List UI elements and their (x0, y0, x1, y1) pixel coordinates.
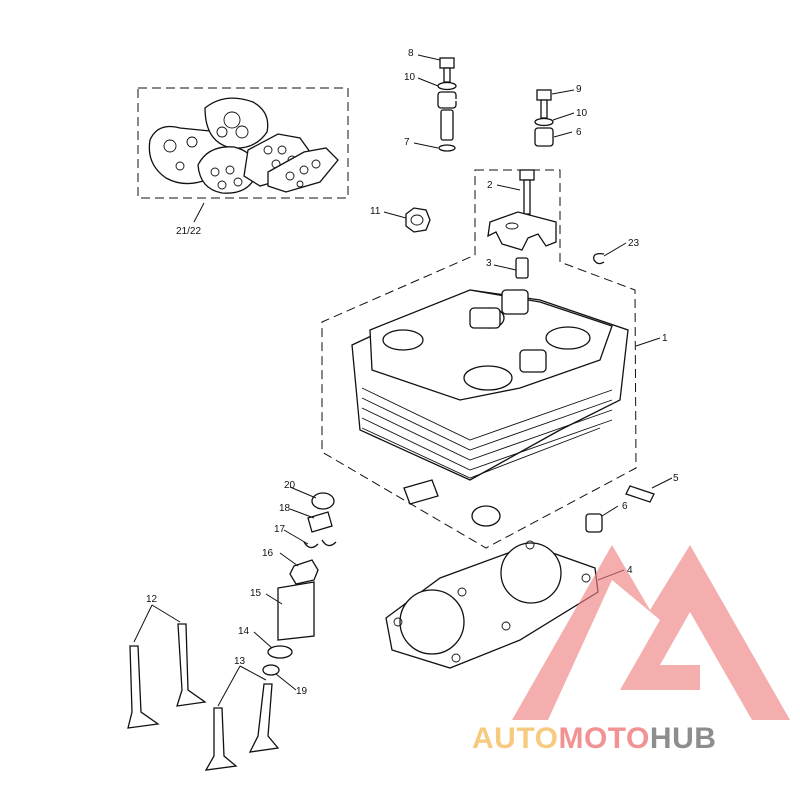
callout-7: 6 (576, 127, 582, 138)
watermark-auto: AUTO (472, 722, 558, 755)
watermark-triangle-mark (512, 545, 790, 720)
callout-10-left: 10 (404, 72, 416, 83)
callout-1: 1 (662, 333, 668, 344)
head-gasket (385, 540, 599, 669)
head-assembly-outline (321, 169, 637, 549)
cylinder-head (351, 289, 629, 527)
callout-9-right: 9 (576, 84, 582, 95)
gasket-set-group (137, 87, 349, 223)
callout-8: 7 (404, 137, 410, 148)
callout-12: 12 (146, 594, 158, 605)
callout-3: 3 (486, 258, 492, 269)
callout-13: 13 (234, 656, 246, 667)
valve-train (262, 492, 337, 676)
callout-20: 20 (284, 480, 296, 491)
callout-14: 14 (238, 626, 250, 637)
stud-and-dowel (585, 485, 655, 533)
callout-19: 19 (296, 686, 308, 697)
callout-17: 17 (274, 524, 286, 535)
watermark-hub: HUB (650, 722, 717, 755)
oil-feed-pipe-assembly (437, 57, 554, 152)
watermark-moto: MOTO (558, 722, 649, 755)
callout-9-left: 8 (408, 48, 414, 59)
callout-2: 2 (487, 180, 493, 191)
watermark-logo: AUTOMOTOHUB (472, 545, 790, 755)
svg-text:AUTOMOTOHUB: AUTOMOTOHUB (472, 722, 716, 755)
cam-cap-group (405, 169, 605, 279)
callout-4: 4 (627, 565, 633, 576)
callout-10-right: 10 (576, 108, 588, 119)
callout-18: 18 (279, 503, 291, 514)
callout-21-22: 21/22 (176, 226, 201, 237)
callout-labels: 8 10 7 9 10 6 2 3 11 23 1 5 6 4 20 18 17… (146, 48, 679, 697)
callout-23: 23 (628, 238, 640, 249)
callout-11: 11 (370, 206, 381, 217)
valves (127, 623, 280, 771)
callout-6: 6 (622, 501, 628, 512)
callout-16: 16 (262, 548, 274, 559)
callout-15: 15 (250, 588, 262, 599)
callout-5: 5 (673, 473, 679, 484)
